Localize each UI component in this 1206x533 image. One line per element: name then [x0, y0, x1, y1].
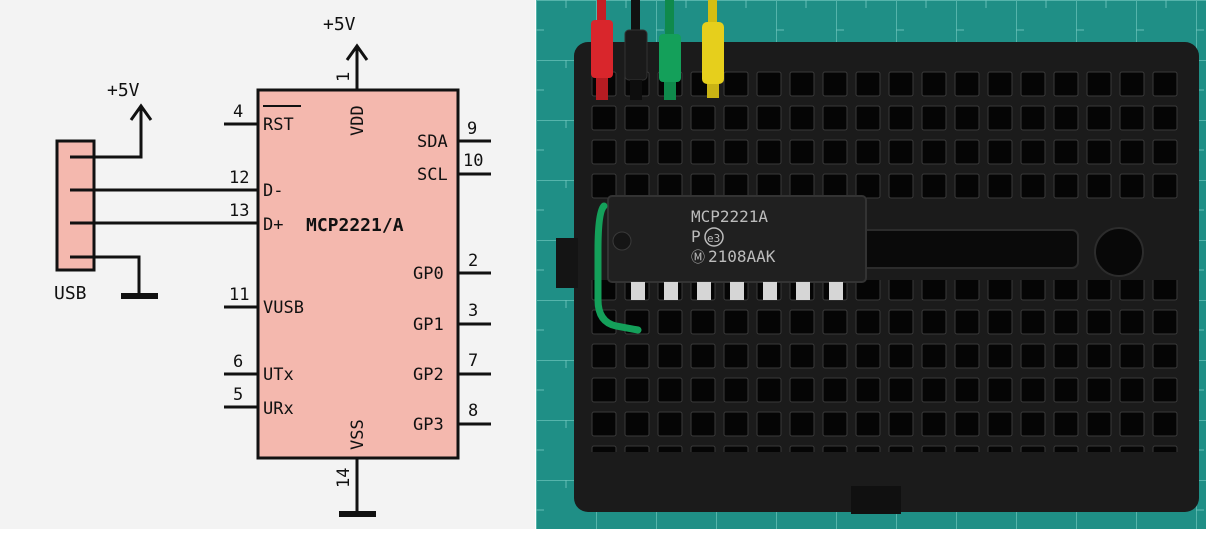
pin-num-sda: 9: [467, 119, 477, 139]
pin-label-gp1: GP1: [413, 315, 444, 335]
black-wire: [624, 0, 648, 100]
pin-label-rst: RST: [263, 115, 294, 135]
pin-num-gp1: 3: [468, 301, 478, 321]
breadboard-side-tab: [556, 238, 578, 288]
pin-label-vss: VSS: [348, 419, 368, 450]
usb-connector: [55, 139, 96, 272]
pin-num-urx: 5: [233, 385, 243, 405]
schematic-panel: USB +5V MCP2221/A +5V 1 VDD VSS 14 4 RST…: [0, 0, 535, 529]
pin-label-gp0: GP0: [413, 264, 444, 284]
breadboard-photo: MCP2221A P e3 2108AAK Ⓜ: [536, 0, 1206, 529]
chip-marking-line1: MCP2221A: [691, 207, 768, 226]
usb-ground-wire: [94, 255, 141, 296]
chip-marking-badge: e3: [707, 232, 720, 245]
pin-num-gp3: 8: [468, 401, 478, 421]
breadboard-bottom-tab: [851, 486, 901, 514]
usb-power-arrow: [129, 103, 153, 121]
pin-label-sda: SDA: [417, 132, 448, 152]
chip-e3-badge: [704, 227, 724, 247]
pin-label-gp3: GP3: [413, 415, 444, 435]
green-jumper-wire: [594, 202, 642, 334]
pin-label-dminus: D-: [263, 181, 283, 201]
green-wire: [659, 0, 681, 100]
pin-num-vusb: 11: [229, 285, 249, 305]
pin-label-vusb: VUSB: [263, 298, 304, 318]
top-power-label: +5V: [323, 14, 356, 35]
center-channel: [855, 229, 1079, 269]
mounting-hole: [1094, 227, 1144, 277]
pin-num-vdd: 1: [334, 72, 354, 82]
usb-label: USB: [54, 283, 87, 304]
pin-num-dplus: 13: [229, 201, 249, 221]
chip-marking-line3: 2108AAK: [708, 247, 776, 266]
usb-power-label: +5V: [107, 80, 140, 101]
hole-grid-bottom: [588, 280, 1184, 452]
vdd-power-arrow: [345, 43, 369, 61]
red-wire: [591, 0, 613, 100]
chip-pins-bottom: [631, 282, 843, 300]
pin-num-gp2: 7: [468, 351, 478, 371]
schematic-diagram: USB +5V MCP2221/A +5V 1 VDD VSS 14 4 RST…: [54, 14, 491, 517]
pin-num-scl: 10: [463, 151, 483, 171]
yellow-wire: [702, 0, 724, 98]
hole-grid-top: [588, 68, 1184, 204]
pin-label-scl: SCL: [417, 165, 448, 185]
chip-notch: [612, 231, 632, 251]
usb-vbus-wire: [94, 107, 143, 159]
pin-label-gp2: GP2: [413, 365, 444, 385]
breadboard-illustration: MCP2221A P e3 2108AAK Ⓜ: [536, 0, 1206, 529]
pin-num-utx: 6: [233, 352, 243, 372]
microchip-logo-icon: Ⓜ: [691, 250, 705, 266]
pin-num-vss: 14: [334, 468, 354, 488]
pin-num-gp0: 2: [468, 251, 478, 271]
pin-label-urx: URx: [263, 399, 294, 419]
pin-label-vdd: VDD: [348, 105, 368, 136]
pin-label-utx: UTx: [263, 365, 294, 385]
pin-label-dplus: D+: [263, 215, 283, 235]
chip-marking-line2: P: [691, 227, 701, 246]
pin-num-rst: 4: [233, 102, 243, 122]
pin-num-dminus: 12: [229, 168, 249, 188]
chip-name: MCP2221/A: [306, 215, 404, 236]
